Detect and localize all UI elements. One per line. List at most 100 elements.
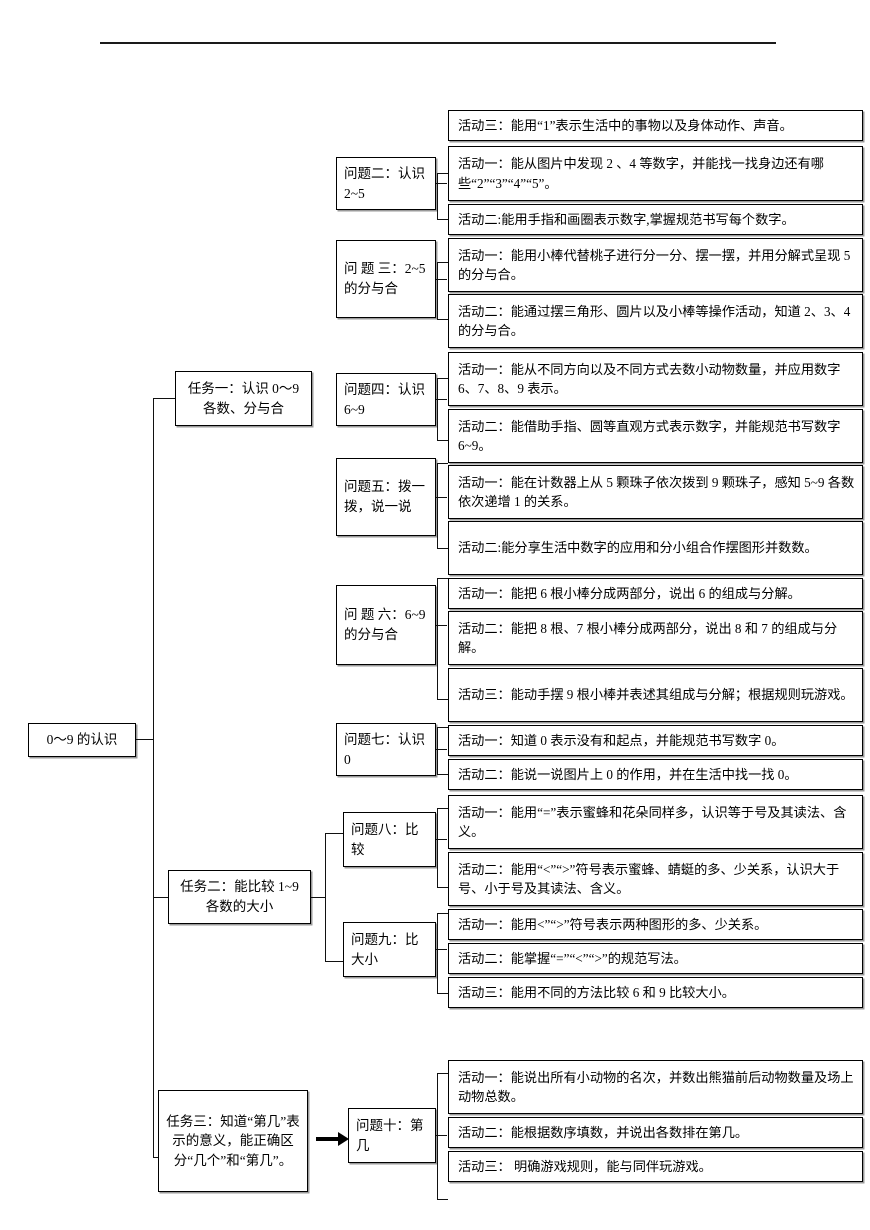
task-3-to-q10-arrow-head: [338, 1132, 349, 1146]
activity-box-q4-1-label: 活动一：能从不同方向以及不同方式去数小动物数量，并应用数字 6、7、8、9 表示…: [458, 361, 841, 396]
question-node-q5[interactable]: 问题五：拨一拨，说一说: [336, 458, 436, 536]
q10-connector-to-a3: [437, 1199, 448, 1201]
q4-connector-to-a2: [437, 440, 448, 442]
question-node-q8[interactable]: 问题八：比较: [343, 812, 436, 867]
activity-box-q4-1[interactable]: 活动一：能从不同方向以及不同方式去数小动物数量，并应用数字 6、7、8、9 表示…: [448, 352, 863, 406]
root-node-label: 0〜9 的认识: [46, 732, 118, 748]
task-node-3[interactable]: 任务三：知道“第几”表示的意义，能正确区分“几个”和“第几”。: [158, 1090, 308, 1192]
q6-connector-spine: [437, 578, 439, 700]
activity-box-q3-2-label: 活动二：能通过摆三角形、圆片以及小棒等操作活动，知道 2、3、4 的分与合。: [458, 303, 851, 338]
question-node-q3[interactable]: 问 题 三：2~5的分与合: [336, 240, 436, 318]
root-connector-spine: [153, 398, 155, 1158]
activity-box-q10-3[interactable]: 活动三： 明确游戏规则，能与同伴玩游戏。: [448, 1151, 863, 1182]
question-node-q10-label: 问题十：第几: [356, 1117, 424, 1153]
activity-box-q2-2[interactable]: 活动二:能用手指和画圈表示数字,掌握规范书写每个数字。: [448, 204, 863, 235]
activity-box-q8-2-label: 活动二：能用“<”“>”符号表示蜜蜂、蜻蜓的多、少关系，认识大于号、小于号及其读…: [458, 861, 840, 896]
q4-connector-stem: [436, 399, 447, 401]
activity-box-q10-2[interactable]: 活动二：能根据数序填数，并说出各数排在第几。: [448, 1117, 863, 1148]
q2-connector-to-a2: [437, 219, 448, 221]
task-node-3-label: 任务三：知道“第几”表示的意义，能正确区分“几个”和“第几”。: [166, 1113, 300, 1168]
q9-connector-to-a3: [437, 993, 448, 995]
question-node-q4[interactable]: 问题四：认识 6~9: [336, 373, 436, 426]
question-node-q4-label: 问题四：认识 6~9: [344, 381, 425, 417]
root-connector-to-task-2: [153, 897, 175, 899]
task-node-2[interactable]: 任务二：能比较 1~9 各数的大小: [168, 870, 311, 924]
question-node-q7[interactable]: 问题七：认识 0: [336, 723, 436, 776]
activity-box-q5-1-label: 活动一：能在计数器上从 5 颗珠子依次拨到 9 颗珠子，感知 5~9 各数依次递…: [458, 474, 855, 509]
activity-box-q9-2[interactable]: 活动二：能掌握“=”“<”“>”的规范写法。: [448, 943, 863, 974]
activity-box-q10-1-label: 活动一：能说出所有小动物的名次，并数出熊猫前后动物数量及场上动物总数。: [458, 1069, 854, 1104]
activity-box-q6-3-label: 活动三：能动手摆 9 根小棒并表述其组成与分解；根据规则玩游戏。: [458, 687, 854, 703]
activity-box-q6-1[interactable]: 活动一：能把 6 根小棒分成两部分，说出 6 的组成与分解。: [448, 578, 863, 609]
activity-box-q9-1[interactable]: 活动一：能用<”“>”符号表示两种图形的多、少关系。: [448, 909, 863, 940]
activity-box-q3-1[interactable]: 活动一：能用小棒代替桃子进行分一分、摆一摆，并用分解式呈现 5 的分与合。: [448, 238, 863, 292]
activity-box-q7-1-label: 活动一：知道 0 表示没有和起点，并能规范书写数字 0。: [458, 732, 785, 748]
q5-connector-to-a1: [437, 463, 448, 465]
q5-connector-to-a2: [437, 548, 448, 550]
activity-box-q10-3-label: 活动三： 明确游戏规则，能与同伴玩游戏。: [458, 1158, 712, 1174]
activity-box-q7-2[interactable]: 活动二：能说一说图片上 0 的作用，并在生活中找一找 0。: [448, 759, 863, 790]
activity-box-q7-2-label: 活动二：能说一说图片上 0 的作用，并在生活中找一找 0。: [458, 766, 798, 782]
question-node-q5-label: 问题五：拨一拨，说一说: [344, 479, 425, 514]
question-node-q3-label: 问 题 三：2~5的分与合: [344, 261, 426, 296]
q2-connector-to-a1: [437, 173, 448, 175]
q4-connector-spine: [437, 378, 439, 441]
activity-box-q5-2-label: 活动二:能分享生活中数字的应用和分小组合作摆图形并数数。: [458, 540, 818, 556]
q3-connector-to-a1: [437, 262, 448, 264]
question-node-q10[interactable]: 问题十：第几: [348, 1108, 436, 1163]
q7-connector-to-a1: [437, 727, 448, 729]
question-node-q9-label: 问题九：比大小: [351, 931, 419, 967]
question-node-q2[interactable]: 问题二：认识 2~5: [336, 157, 436, 210]
question-node-q6[interactable]: 问 题 六：6~9的分与合: [336, 585, 436, 665]
activity-box-q9-3[interactable]: 活动三：能用不同的方法比较 6 和 9 比较大小。: [448, 977, 863, 1008]
task-2-connector-to-q8: [325, 833, 343, 835]
q5-connector-spine: [437, 463, 439, 549]
activity-box-top-label: 活动三：能用“1”表示生活中的事物以及身体动作、声音。: [458, 117, 793, 133]
activity-box-q10-1[interactable]: 活动一：能说出所有小动物的名次，并数出熊猫前后动物数量及场上动物总数。: [448, 1060, 863, 1114]
q10-connector-stem: [436, 1135, 447, 1137]
activity-box-q6-1-label: 活动一：能把 6 根小棒分成两部分，说出 6 的组成与分解。: [458, 585, 801, 601]
activity-box-q5-2[interactable]: 活动二:能分享生活中数字的应用和分小组合作摆图形并数数。: [448, 521, 863, 575]
activity-box-q2-1[interactable]: 活动一：能从图片中发现 2 、4 等数字，并能找一找身边还有哪些“2”“3”“4…: [448, 146, 863, 201]
activity-box-q3-2[interactable]: 活动二：能通过摆三角形、圆片以及小棒等操作活动，知道 2、3、4 的分与合。: [448, 294, 863, 348]
activity-box-q6-3[interactable]: 活动三：能动手摆 9 根小棒并表述其组成与分解；根据规则玩游戏。: [448, 668, 863, 722]
q9-connector-to-a1: [437, 913, 448, 915]
q7-connector-to-a2: [437, 774, 448, 776]
q10-connector-spine: [437, 1073, 439, 1200]
q3-connector-spine: [437, 262, 439, 320]
q2-connector-spine: [437, 173, 439, 220]
activity-box-q2-2-label: 活动二:能用手指和画圈表示数字,掌握规范书写每个数字。: [458, 211, 795, 227]
activity-box-q4-2[interactable]: 活动二：能借助手指、圆等直观方式表示数字，并能规范书写数字 6~9。: [448, 409, 863, 463]
activity-box-q6-2[interactable]: 活动二：能把 8 根、7 根小棒分成两部分，说出 8 和 7 的组成与分解。: [448, 611, 863, 665]
activity-box-q2-1-label: 活动一：能从图片中发现 2 、4 等数字，并能找一找身边还有哪些“2”“3”“4…: [458, 156, 824, 191]
task-node-1[interactable]: 任务一：认识 0〜9 各数、分与合: [175, 371, 312, 426]
q2-connector-stem: [436, 183, 447, 185]
task-node-2-label: 任务二：能比较 1~9 各数的大小: [180, 879, 299, 914]
q9-connector-stem: [436, 949, 447, 951]
activity-box-q6-2-label: 活动二：能把 8 根、7 根小棒分成两部分，说出 8 和 7 的组成与分解。: [458, 620, 838, 655]
question-node-q2-label: 问题二：认识 2~5: [344, 165, 425, 201]
q6-connector-stem: [436, 625, 447, 627]
activity-box-q5-1[interactable]: 活动一：能在计数器上从 5 颗珠子依次拨到 9 颗珠子，感知 5~9 各数依次递…: [448, 465, 863, 519]
activity-box-q8-1[interactable]: 活动一：能用“=”表示蜜蜂和花朵同样多，认识等于号及其读法、含义。: [448, 795, 863, 849]
q8-connector-spine: [437, 808, 439, 888]
activity-box-q9-1-label: 活动一：能用<”“>”符号表示两种图形的多、少关系。: [458, 916, 768, 932]
root-node-0-to-9[interactable]: 0〜9 的认识: [28, 723, 136, 757]
task-node-1-label: 任务一：认识 0〜9 各数、分与合: [187, 380, 300, 416]
q9-connector-spine: [437, 913, 439, 994]
q6-connector-to-a3: [437, 699, 448, 701]
activity-box-q9-2-label: 活动二：能掌握“=”“<”“>”的规范写法。: [458, 950, 687, 966]
task-2-connector-spine: [325, 833, 327, 962]
question-node-q9[interactable]: 问题九：比大小: [343, 922, 436, 977]
activity-box-q4-2-label: 活动二：能借助手指、圆等直观方式表示数字，并能规范书写数字 6~9。: [458, 418, 841, 453]
activity-box-q9-3-label: 活动三：能用不同的方法比较 6 和 9 比较大小。: [458, 984, 735, 1000]
q7-connector-stem: [436, 749, 447, 751]
q3-connector-stem: [436, 279, 447, 281]
activity-box-q3-1-label: 活动一：能用小棒代替桃子进行分一分、摆一摆，并用分解式呈现 5 的分与合。: [458, 247, 851, 282]
activity-box-q8-2[interactable]: 活动二：能用“<”“>”符号表示蜜蜂、蜻蜓的多、少关系，认识大于号、小于号及其读…: [448, 852, 863, 906]
activity-box-q7-1[interactable]: 活动一：知道 0 表示没有和起点，并能规范书写数字 0。: [448, 725, 863, 756]
q8-connector-to-a2: [437, 887, 448, 889]
activity-box-top[interactable]: 活动三：能用“1”表示生活中的事物以及身体动作、声音。: [448, 110, 863, 141]
activity-box-q8-1-label: 活动一：能用“=”表示蜜蜂和花朵同样多，认识等于号及其读法、含义。: [458, 804, 847, 839]
